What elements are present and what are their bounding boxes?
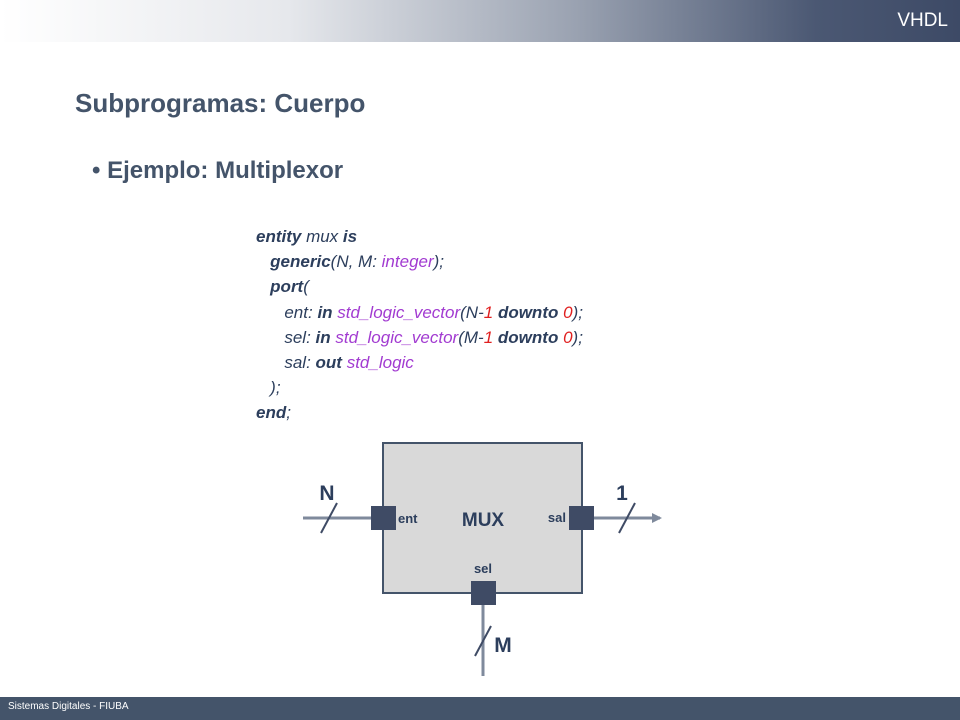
code-token: out: [315, 353, 342, 373]
code-token: downto: [497, 327, 559, 347]
header-bar: VHDL: [0, 0, 960, 42]
code-token: (: [303, 277, 309, 297]
code-token: (N-: [460, 302, 484, 322]
code-line: entity mux is: [256, 224, 583, 249]
sel-width-slash: [474, 625, 492, 657]
code-token: sel:: [284, 327, 316, 347]
slide-title: Subprogramas: Cuerpo: [75, 88, 366, 118]
code-token: entity: [256, 227, 302, 246]
footer-bar: Sistemas Digitales - FIUBA: [0, 697, 960, 720]
code-line: sal: out std_logic: [256, 350, 583, 375]
code-line: generic(N, M: integer);: [256, 249, 583, 274]
code-token: port: [270, 277, 304, 297]
sel-port: [471, 581, 496, 605]
width-sal-label: 1: [616, 482, 628, 505]
code-token: 1: [483, 302, 494, 322]
code-line: ent: in std_logic_vector(N-1 downto 0);: [256, 300, 583, 325]
code-token: downto: [497, 302, 559, 322]
code-token: is: [342, 227, 358, 246]
code-line: port(: [256, 274, 583, 299]
bullet-item: • Ejemplo: Multiplexor: [92, 157, 343, 185]
ent-width-slash: [320, 502, 338, 534]
port-ent-label: ent: [398, 511, 418, 526]
code-token: in: [315, 327, 331, 347]
code-token: );: [572, 302, 583, 322]
width-ent-label: N: [319, 482, 334, 505]
code-token: );: [270, 378, 281, 398]
code-token: 1: [483, 327, 494, 347]
code-token: std_logic: [346, 353, 414, 373]
code-token: std_logic_vector: [337, 302, 461, 322]
code-token: );: [572, 327, 583, 347]
header-label: VHDL: [897, 10, 948, 31]
code-token: end: [256, 403, 287, 423]
port-sal-label: sal: [548, 510, 566, 525]
bullet-dot: •: [92, 157, 108, 184]
mux-block: [382, 442, 583, 594]
code-token: (M-: [458, 327, 484, 347]
code-token: );: [433, 252, 445, 272]
code-token: (N, M:: [330, 252, 382, 272]
sal-port: [569, 506, 594, 530]
ent-port: [371, 506, 396, 530]
footer-text: Sistemas Digitales - FIUBA: [8, 701, 129, 712]
code-line: sel: in std_logic_vector(M-1 downto 0);: [256, 325, 583, 350]
code-token: std_logic_vector: [335, 327, 459, 347]
code-token: generic: [270, 252, 331, 272]
code-block: entity mux is generic(N, M: integer); po…: [256, 224, 583, 426]
code-token: ;: [286, 403, 291, 423]
code-token: mux: [301, 227, 343, 246]
code-token: 0: [563, 327, 573, 347]
port-sel-label: sel: [474, 561, 492, 576]
code-line: end;: [256, 400, 583, 425]
code-line: );: [256, 375, 583, 400]
mux-label: MUX: [462, 510, 505, 531]
sal-width-slash: [618, 502, 636, 534]
code-token: sal:: [284, 353, 316, 373]
bullet-text: Ejemplo: Multiplexor: [107, 157, 344, 184]
code-token: 0: [563, 302, 573, 322]
code-token: integer: [381, 252, 434, 272]
code-token: ent:: [284, 302, 318, 322]
width-sel-label: M: [494, 634, 512, 657]
code-token: in: [317, 302, 333, 322]
